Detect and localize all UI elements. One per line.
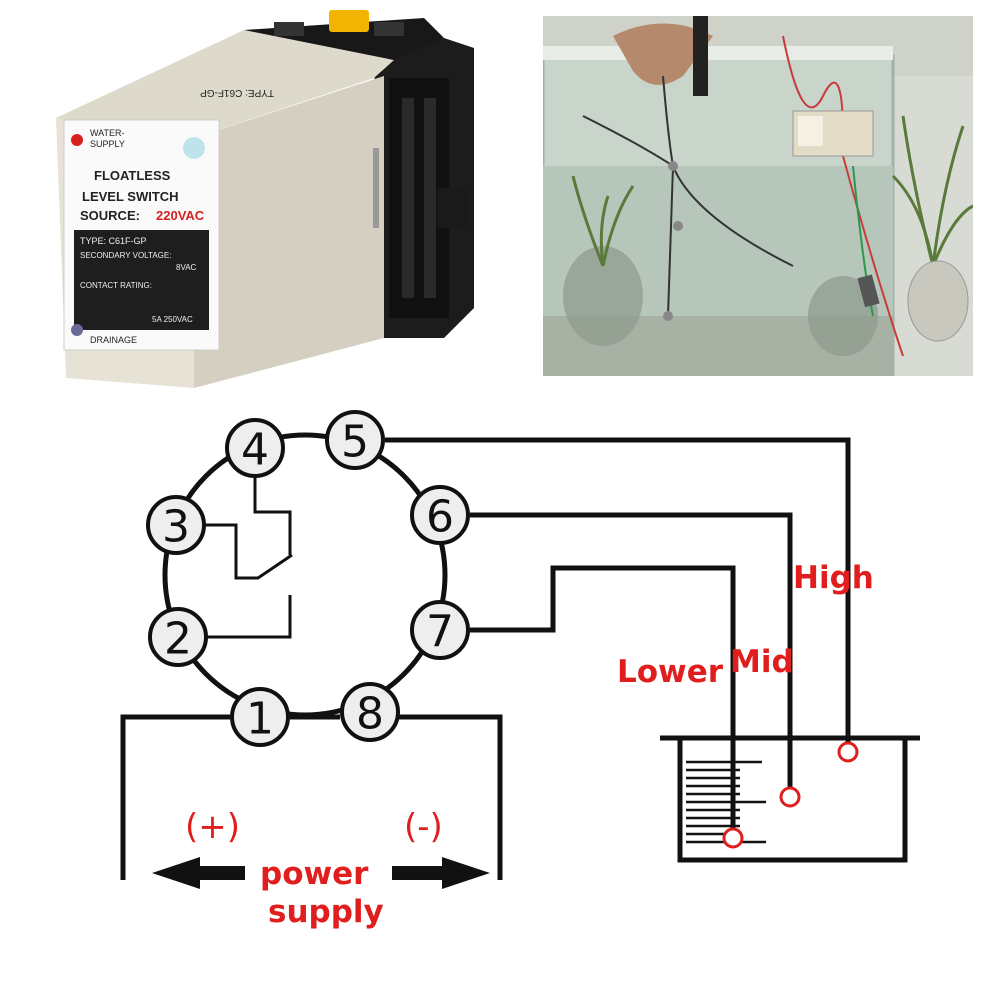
- wire-high: [385, 437, 851, 745]
- label-mid: Mid: [730, 644, 794, 680]
- label-negative: (-): [404, 807, 443, 847]
- pin-2-label: 2: [164, 614, 192, 665]
- relay-secondary-voltage-label: SECONDARY VOLTAGE:: [80, 251, 171, 260]
- wiring-diagram: 1 2 3 4 5 6 7 8 High Mid Lower: [120, 410, 920, 930]
- arrow-right-icon: [392, 857, 490, 889]
- relay-base-outline: [162, 432, 448, 718]
- water-supply-label-2: SUPPLY: [90, 139, 125, 149]
- relay-title-2: LEVEL SWITCH: [82, 189, 179, 204]
- pin-5: 5: [325, 410, 385, 470]
- probe-lower-icon: [722, 827, 744, 849]
- pin-3-label: 3: [162, 502, 190, 553]
- pin-7-label: 7: [426, 607, 454, 658]
- label-high: High: [793, 560, 874, 596]
- relay-socket: [374, 38, 474, 338]
- relay-spec-plate: [74, 230, 209, 330]
- wire-power-positive: [120, 714, 230, 880]
- relay-secondary-voltage-value: 8VAC: [176, 263, 197, 272]
- relay-product-photo: TYPE: C61F-GP WATER- SUPPLY FLOATLESS LE…: [56, 10, 474, 388]
- pin-1-label: 1: [246, 694, 274, 745]
- arrow-left-icon: [152, 857, 245, 889]
- water-supply-label-1: WATER-: [90, 128, 125, 138]
- label-positive: (+): [185, 807, 240, 847]
- pin-2: 2: [148, 607, 208, 667]
- internal-switch: [205, 470, 293, 639]
- relay-top-face: [56, 30, 394, 138]
- relay-type: TYPE: C61F-GP: [80, 236, 147, 246]
- relay-side-face: [194, 76, 384, 388]
- pin-8: 8: [340, 682, 400, 742]
- led-glow-icon: [183, 137, 205, 159]
- label-lower: Lower: [617, 654, 724, 690]
- relay-latch: [329, 10, 369, 32]
- probe-high-icon: [837, 741, 859, 763]
- tank-water-lines: [686, 760, 766, 844]
- drainage-label: DRAINAGE: [90, 335, 137, 345]
- wire-mid: [470, 512, 793, 790]
- relay-title-1: FLOATLESS: [94, 168, 171, 183]
- relay-contact-rating-value: 5A 250VAC: [152, 315, 193, 324]
- water-supply-led-icon: [71, 134, 83, 146]
- tank-installation-photo: [543, 16, 973, 376]
- pin-4: 4: [225, 418, 285, 478]
- label-power: power: [260, 856, 369, 892]
- pin-5-label: 5: [341, 417, 369, 468]
- drainage-led-icon: [71, 324, 83, 336]
- wire-power-negative: [397, 714, 503, 880]
- probe-mid-icon: [779, 786, 801, 808]
- relay-source-value: 220VAC: [156, 208, 205, 223]
- wire-lower: [470, 565, 736, 838]
- pin-6-label: 6: [426, 492, 454, 543]
- pin-1: 1: [230, 687, 290, 747]
- pin-6: 6: [410, 485, 470, 545]
- label-supply: supply: [268, 894, 384, 930]
- pin-4-label: 4: [241, 425, 269, 476]
- hand: [613, 23, 713, 85]
- relay-top-mirrored-text: TYPE: C61F-GP: [200, 87, 274, 98]
- plant: [571, 115, 973, 267]
- pin-7: 7: [410, 600, 470, 660]
- relay-source-label: SOURCE:: [80, 208, 140, 223]
- pin-8-label: 8: [356, 689, 384, 740]
- relay-contact-rating-label: CONTACT RATING:: [80, 281, 152, 290]
- pin-3: 3: [146, 495, 206, 555]
